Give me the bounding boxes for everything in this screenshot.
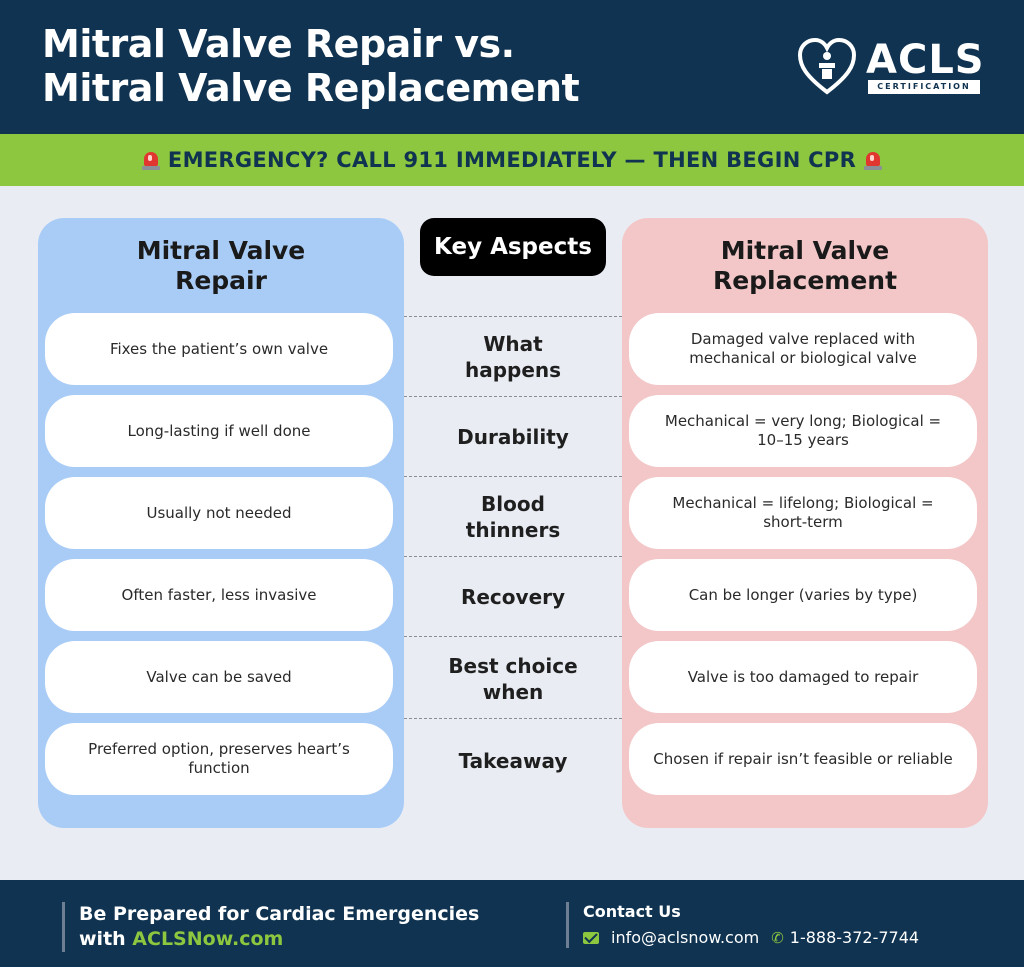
title-line-1: Mitral Valve Repair vs. [42, 22, 515, 66]
emergency-text: EMERGENCY? CALL 911 IMMEDIATELY — THEN B… [167, 148, 857, 172]
siren-icon [862, 150, 884, 170]
row-divider [404, 718, 622, 719]
aspect-label: Best choice when [448, 654, 578, 704]
heart-hand-icon [797, 37, 857, 95]
repair-cell: Usually not needed [45, 477, 393, 549]
aspect-label: Durability [457, 425, 569, 449]
phone-icon: ✆ [771, 929, 784, 947]
aspect-label: Recovery [460, 585, 566, 609]
cta-prefix: with [79, 928, 133, 950]
replacement-cell: Damaged valve replaced with mechanical o… [629, 313, 977, 385]
repair-cell: Fixes the patient’s own valve [45, 313, 393, 385]
phone-link[interactable]: 1-888-372-7744 [789, 928, 920, 947]
emergency-banner: EMERGENCY? CALL 911 IMMEDIATELY — THEN B… [0, 134, 1024, 186]
acls-logo[interactable]: ACLS CERTIFICATION [796, 36, 986, 100]
header: Mitral Valve Repair vs. Mitral Valve Rep… [0, 0, 1024, 134]
website-link[interactable]: ACLSNow.com [132, 928, 284, 950]
siren-icon [140, 150, 162, 170]
replacement-cell: Can be longer (varies by type) [629, 559, 977, 631]
replacement-cell: Valve is too damaged to repair [629, 641, 977, 713]
email-link[interactable]: info@aclsnow.com [611, 928, 760, 947]
row-divider [404, 556, 622, 557]
replacement-cell: Chosen if repair isn’t feasible or relia… [629, 723, 977, 795]
row-divider [404, 316, 622, 317]
footer: Be Prepared for Cardiac Emergencies with… [0, 880, 1024, 967]
logo-subtitle: CERTIFICATION [868, 80, 980, 94]
replacement-heading: Mitral Valve Replacement [712, 236, 898, 295]
contact-block: Contact Us info@aclsnow.com ✆ 1-888-372-… [566, 902, 919, 948]
repair-cell: Long-lasting if well done [45, 395, 393, 467]
mail-icon [583, 932, 599, 944]
cta-line-1: Be Prepared for Cardiac Emergencies [79, 903, 480, 925]
replacement-cell: Mechanical = very long; Biological = 10–… [629, 395, 977, 467]
row-divider [404, 636, 622, 637]
aspect-label: Takeaway [458, 749, 568, 773]
contact-title: Contact Us [583, 902, 681, 921]
aspect-label: Blood thinners [465, 492, 561, 542]
repair-cell: Preferred option, preserves heart’s func… [45, 723, 393, 795]
repair-cell: Often faster, less invasive [45, 559, 393, 631]
repair-heading: Mitral Valve Repair [136, 236, 306, 295]
footer-cta: Be Prepared for Cardiac Emergencies with… [62, 902, 479, 952]
row-divider [404, 476, 622, 477]
page-title: Mitral Valve Repair vs. Mitral Valve Rep… [42, 22, 580, 110]
title-line-2: Mitral Valve Replacement [42, 66, 580, 110]
key-aspects-heading: Key Aspects [420, 218, 606, 276]
aspect-label: What happens [464, 332, 562, 382]
logo-brand: ACLS [866, 37, 985, 83]
repair-cell: Valve can be saved [45, 641, 393, 713]
row-divider [404, 396, 622, 397]
replacement-cell: Mechanical = lifelong; Biological = shor… [629, 477, 977, 549]
